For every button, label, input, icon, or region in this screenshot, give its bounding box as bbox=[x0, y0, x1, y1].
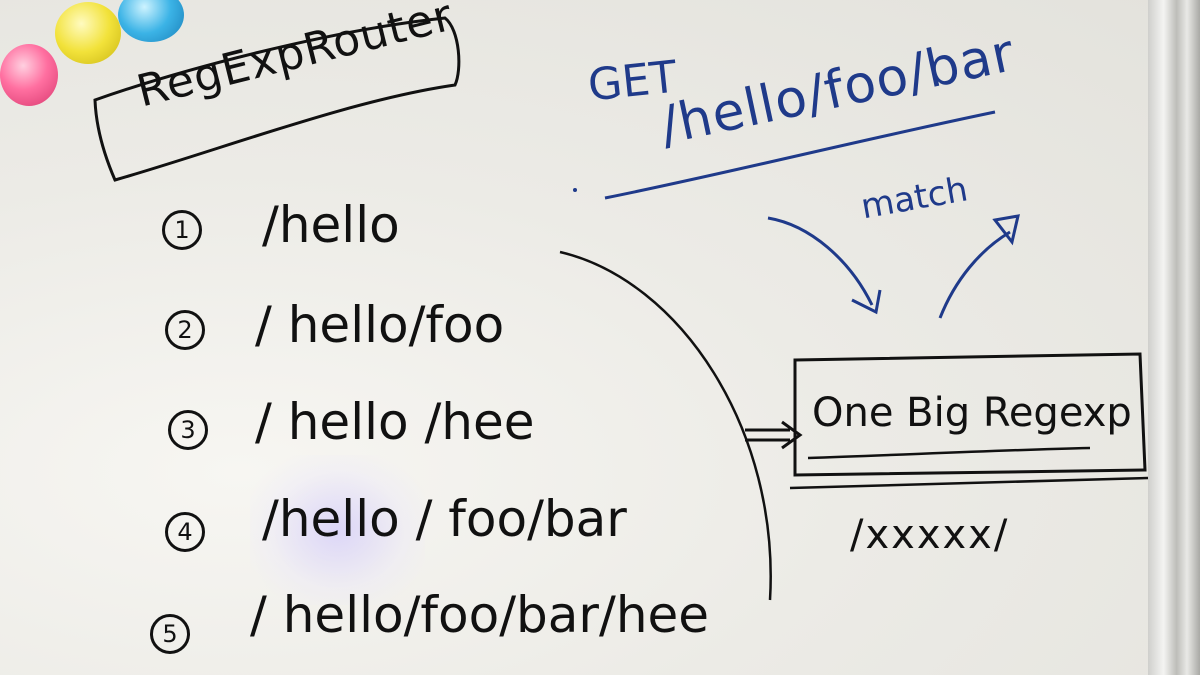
regexp-box-shadow-line bbox=[789, 476, 1149, 490]
whiteboard-frame bbox=[1148, 0, 1200, 675]
regexp-box-outline bbox=[793, 352, 1147, 477]
route-number: 5 bbox=[150, 614, 190, 654]
route-path: / hello/foo/bar/hee bbox=[250, 586, 710, 644]
double-arrow-shaft bbox=[745, 428, 790, 442]
match-arrowhead-right bbox=[992, 214, 1020, 246]
big-regexp-label: One Big Regexp bbox=[812, 390, 1132, 436]
route-number: 1 bbox=[162, 210, 202, 250]
stray-dot bbox=[573, 188, 577, 192]
route-path: /hello bbox=[262, 196, 400, 254]
light-glare bbox=[250, 455, 425, 605]
blue-magnet bbox=[118, 0, 184, 42]
match-arrow-right bbox=[938, 230, 1011, 319]
match-arrowhead-left bbox=[851, 289, 882, 315]
route-path: /hello / foo/bar bbox=[262, 490, 627, 548]
match-arrow-left bbox=[767, 216, 874, 306]
request-underline bbox=[604, 110, 996, 200]
routes-bracket-curve bbox=[559, 250, 772, 601]
route-number: 3 bbox=[168, 410, 208, 450]
double-arrow-head bbox=[781, 420, 803, 450]
yellow-magnet bbox=[55, 2, 121, 64]
route-number: 2 bbox=[165, 310, 205, 350]
title-box-outline bbox=[93, 16, 461, 182]
pink-magnet bbox=[0, 44, 58, 106]
regexp-pattern: /xxxxx/ bbox=[850, 512, 1010, 558]
route-number: 4 bbox=[165, 512, 205, 552]
regexp-underline bbox=[807, 446, 1091, 460]
route-path: / hello/foo bbox=[255, 296, 505, 354]
route-path: / hello /hee bbox=[255, 393, 535, 451]
